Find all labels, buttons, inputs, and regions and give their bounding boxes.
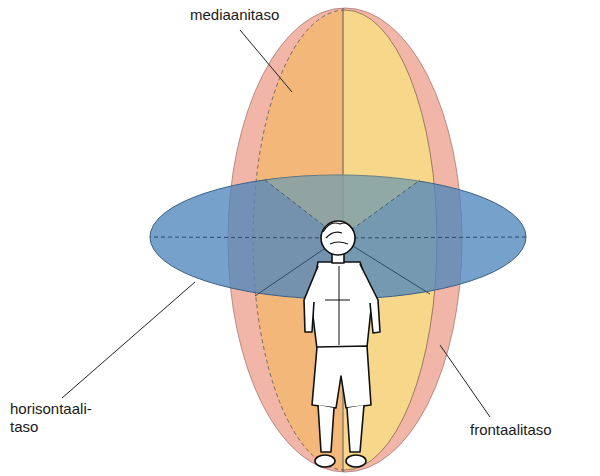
leader-line — [62, 282, 195, 398]
person-figure — [304, 221, 380, 467]
plane-label: mediaanitaso — [190, 6, 310, 24]
leader-line — [240, 30, 292, 92]
plane-label: horisontaali- taso — [10, 400, 110, 436]
leader-line — [440, 345, 490, 417]
plane-label: frontaalitaso — [470, 421, 595, 439]
